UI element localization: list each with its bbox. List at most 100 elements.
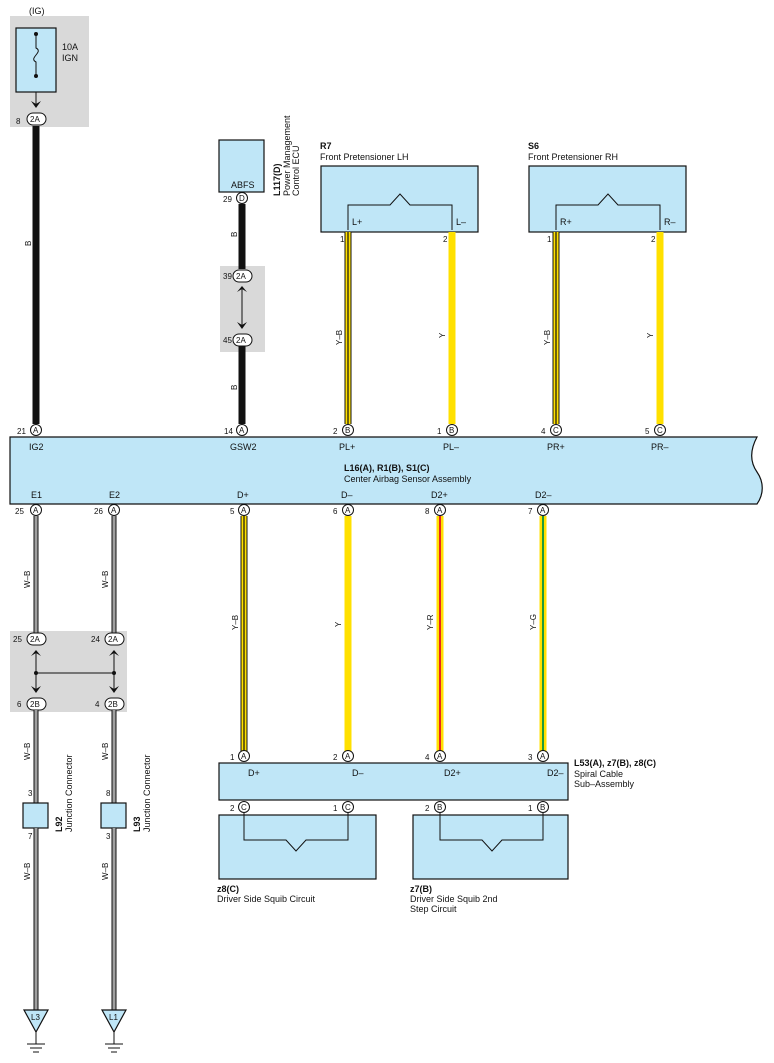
- spiral-bottom-pin-4: 1 B: [528, 801, 549, 813]
- squib-2nd-element: [439, 813, 544, 852]
- svg-text:2: 2: [443, 235, 448, 244]
- center-top-pin-pl-minus: 1 B PL–: [437, 424, 459, 452]
- svg-text:Y–R: Y–R: [426, 614, 435, 630]
- center-top-pin-gsw2: 14 A GSW2: [224, 424, 257, 452]
- svg-text:1: 1: [437, 427, 442, 436]
- svg-text:4: 4: [425, 753, 430, 762]
- svg-text:1: 1: [547, 235, 552, 244]
- svg-text:PR–: PR–: [651, 442, 669, 452]
- svg-text:2: 2: [425, 804, 430, 813]
- svg-text:PL+: PL+: [339, 442, 355, 452]
- jb-top-pin-b: 45: [223, 336, 232, 345]
- svg-text:2: 2: [230, 804, 235, 813]
- svg-text:3: 3: [528, 753, 533, 762]
- fuse-name: IGN: [62, 53, 78, 63]
- squib-2nd-name-2: Step Circuit: [410, 904, 457, 914]
- svg-text:L+: L+: [352, 217, 362, 227]
- fuse-rating: 10A: [62, 42, 78, 52]
- pret-lh-box: [320, 165, 479, 233]
- spiral-bottom-pin-3: 2 B: [425, 801, 446, 813]
- jc-l92-name: Junction Connector: [64, 754, 74, 832]
- svg-text:4: 4: [541, 427, 546, 436]
- pret-rh-box: [528, 165, 687, 233]
- center-top-pin-pr-plus: 4 C PR+: [541, 424, 565, 452]
- svg-text:B: B: [230, 232, 239, 237]
- svg-text:L1: L1: [109, 1013, 118, 1022]
- spiral-ref: L53(A), z7(B), z8(C): [574, 758, 656, 768]
- svg-text:A: A: [33, 506, 39, 515]
- svg-text:2B: 2B: [108, 700, 118, 709]
- jc-l93-name: Junction Connector: [142, 754, 152, 832]
- svg-text:7: 7: [28, 832, 33, 841]
- svg-text:24: 24: [91, 635, 100, 644]
- svg-text:D: D: [239, 194, 245, 203]
- center-name: Center Airbag Sensor Assembly: [344, 474, 472, 484]
- svg-text:D+: D+: [237, 490, 249, 500]
- squib-2nd-ref: z7(B): [410, 884, 432, 894]
- svg-text:7: 7: [528, 507, 533, 516]
- ecu-name-1: Power Management: [282, 115, 292, 196]
- squib-driver-name: Driver Side Squib Circuit: [217, 894, 316, 904]
- svg-text:W–B: W–B: [23, 571, 32, 588]
- svg-text:C: C: [657, 426, 663, 435]
- squib-driver-element: [243, 813, 349, 852]
- svg-text:8: 8: [425, 507, 430, 516]
- svg-text:W–B: W–B: [101, 863, 110, 880]
- svg-text:1: 1: [333, 804, 338, 813]
- spiral-top-pin-d2-plus: 4 A D2+: [425, 750, 461, 778]
- svg-text:2A: 2A: [236, 336, 246, 345]
- svg-text:5: 5: [230, 507, 235, 516]
- svg-text:D–: D–: [341, 490, 353, 500]
- svg-text:A: A: [540, 752, 546, 761]
- center-bottom-pin-d2-minus: 7 A: [528, 504, 549, 516]
- svg-text:W–B: W–B: [101, 571, 110, 588]
- fuse-conn: [26, 112, 47, 126]
- center-airbag-box: [9, 436, 763, 505]
- svg-text:W–B: W–B: [23, 743, 32, 760]
- center-bottom-pin-e1: 25 A: [15, 504, 42, 516]
- svg-text:A: A: [345, 506, 351, 515]
- svg-text:L–: L–: [456, 217, 466, 227]
- jb-top-arrow-down-icon: [237, 322, 247, 329]
- spiral-bottom-pin-1: 2 C: [230, 801, 250, 813]
- svg-text:A: A: [241, 506, 247, 515]
- svg-text:A: A: [345, 752, 351, 761]
- fuse-header: (IG): [29, 6, 45, 16]
- svg-text:R+: R+: [560, 217, 572, 227]
- center-top-pin-pr-minus: 5 C PR–: [645, 424, 669, 452]
- fuse-pin: 8: [16, 117, 21, 126]
- jb-bottom-arrow-down-1-icon: [31, 686, 41, 693]
- wire-label-b1: B: [24, 241, 33, 246]
- svg-text:B: B: [345, 426, 350, 435]
- svg-text:2: 2: [333, 427, 338, 436]
- pret-lh-name: Front Pretensioner LH: [320, 152, 409, 162]
- ecu-pin: 29: [223, 195, 232, 204]
- svg-text:Y–B: Y–B: [231, 615, 240, 630]
- svg-text:1: 1: [528, 804, 533, 813]
- svg-text:GSW2: GSW2: [230, 442, 257, 452]
- spiral-cable-box: [218, 762, 569, 801]
- svg-text:D+: D+: [248, 768, 260, 778]
- svg-text:Y: Y: [438, 332, 447, 338]
- svg-text:4: 4: [95, 700, 100, 709]
- svg-text:D–: D–: [352, 768, 364, 778]
- svg-text:2B: 2B: [30, 700, 40, 709]
- svg-text:B: B: [540, 803, 545, 812]
- ecu-name-2: Control ECU: [291, 145, 301, 196]
- svg-text:8: 8: [106, 789, 111, 798]
- svg-text:1: 1: [340, 235, 345, 244]
- svg-text:2A: 2A: [30, 115, 40, 124]
- spiral-name-1: Spiral Cable: [574, 769, 623, 779]
- svg-text:21: 21: [17, 427, 26, 436]
- svg-text:A: A: [540, 506, 546, 515]
- svg-text:3: 3: [28, 789, 33, 798]
- svg-text:Y–B: Y–B: [543, 330, 552, 345]
- ecu-ref: L117(D): [272, 163, 282, 196]
- svg-text:2A: 2A: [108, 635, 118, 644]
- svg-text:E2: E2: [109, 490, 120, 500]
- svg-text:W–B: W–B: [101, 743, 110, 760]
- jc-l92-box: [22, 802, 49, 829]
- spiral-top-pin-d-minus: 2 A D–: [333, 750, 364, 778]
- pret-rh-ref: S6: [528, 141, 539, 151]
- ecu-box: [218, 139, 265, 193]
